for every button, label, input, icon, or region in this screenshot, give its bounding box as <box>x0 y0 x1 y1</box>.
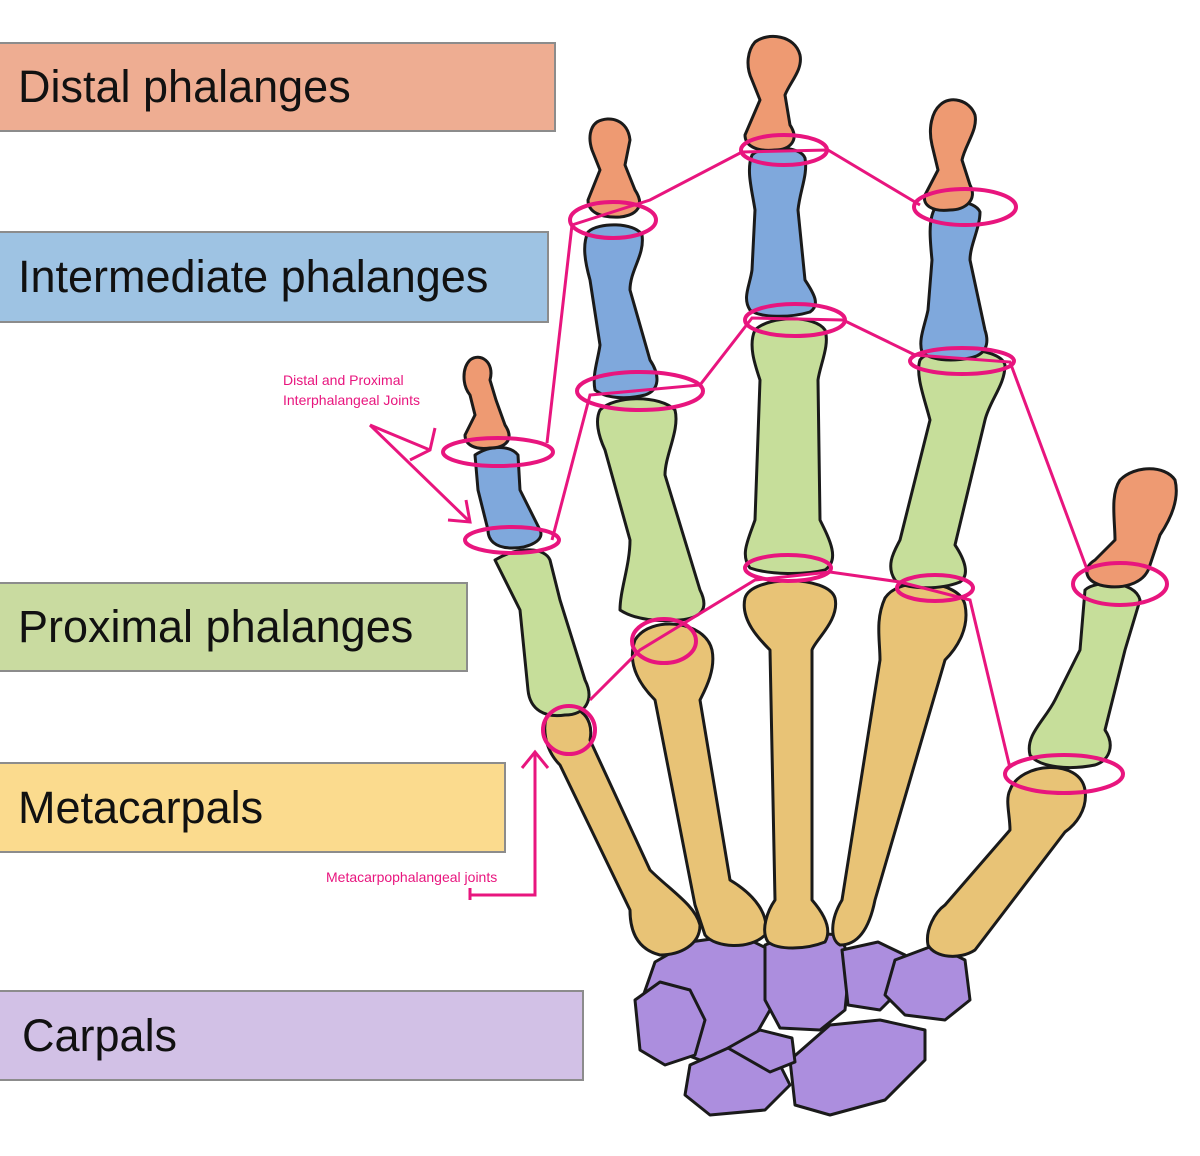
metacarpals-text: Metacarpals <box>18 781 264 833</box>
arrow-head <box>447 499 472 524</box>
joint-marker <box>908 346 1016 376</box>
joint-markers <box>441 133 1169 795</box>
joint-marker <box>739 133 829 167</box>
intermediate-phalanx-bone <box>745 146 817 318</box>
proximal-ip-connector-line <box>550 316 1090 573</box>
distal-phalanx-bone <box>462 355 511 450</box>
joint-marker <box>441 436 555 468</box>
metacarpal-bones <box>543 579 1087 958</box>
intermediate-phalanx-bone <box>473 446 543 550</box>
distal-phalanges-label: Distal phalanges <box>0 42 556 132</box>
distal-phalanges-text: Distal phalanges <box>18 61 351 112</box>
interphalangeal-joints-annotation: Distal and Proximal Interphalangeal Join… <box>283 370 420 410</box>
annotation-line: Distal and Proximal <box>283 372 404 388</box>
metacarpophalangeal-joints-annotation: Metacarpophalangeal joints <box>326 869 498 885</box>
joint-marker <box>568 200 658 240</box>
proximal-phalanx-bone <box>1027 581 1142 770</box>
arrow-to-distal-ip <box>369 423 431 452</box>
distal-phalanx-bone <box>743 34 802 152</box>
proximal-phalanx-bones <box>493 317 1142 770</box>
carpals-text: Carpals <box>22 1009 178 1061</box>
carpal-bone <box>726 1028 797 1074</box>
joint-marker <box>630 617 698 665</box>
intermediate-phalanx-bones <box>473 146 989 550</box>
mcp-arrow <box>468 749 550 900</box>
intermediate-phalanges-label: Intermediate phalanges <box>0 231 549 323</box>
joint-marker <box>895 573 975 603</box>
carpal-bone <box>633 980 707 1067</box>
proximal-phalanx-bone <box>889 347 1007 590</box>
arrow-head <box>520 749 550 769</box>
arrow-to-proximal-ip <box>368 423 472 524</box>
arrow-to-mcp-joint <box>470 752 537 897</box>
joint-marker <box>1071 561 1169 607</box>
joint-marker <box>912 187 1018 227</box>
joint-marker <box>463 525 561 555</box>
intermediate-phalanges-text: Intermediate phalanges <box>18 251 489 302</box>
interphalangeal-arrows <box>368 423 472 524</box>
metacarpal-bone <box>925 766 1087 958</box>
carpals-label: Carpals <box>0 990 584 1081</box>
joint-marker <box>1003 753 1125 795</box>
distal-phalanx-bone <box>586 117 641 219</box>
proximal-phalanx-bone <box>596 397 706 623</box>
metacarpal-bone <box>742 579 838 950</box>
metacarpal-bone <box>630 622 768 947</box>
carpal-bone <box>788 1018 927 1117</box>
annotation-line: Interphalangeal Joints <box>283 392 420 408</box>
distal-phalanx-bone <box>922 98 977 212</box>
distal-phalanx-bones <box>462 34 1178 589</box>
joint-marker <box>575 370 705 412</box>
proximal-phalanges-label: Proximal phalanges <box>0 582 468 672</box>
joint-marker <box>541 704 597 756</box>
proximal-phalanx-bone <box>743 317 835 576</box>
metacarpals-label: Metacarpals <box>0 762 506 853</box>
metacarpal-bone <box>831 581 968 947</box>
proximal-phalanx-bone <box>493 548 591 718</box>
joint-marker <box>743 302 847 338</box>
joint-marker <box>743 553 833 583</box>
proximal-phalanges-text: Proximal phalanges <box>18 601 414 652</box>
distal-phalanx-bone <box>1085 467 1178 589</box>
metacarpal-bone <box>543 705 702 957</box>
distal-ip-connector-line <box>545 148 921 444</box>
carpal-bones <box>633 930 972 1117</box>
arrow-head <box>409 427 437 462</box>
